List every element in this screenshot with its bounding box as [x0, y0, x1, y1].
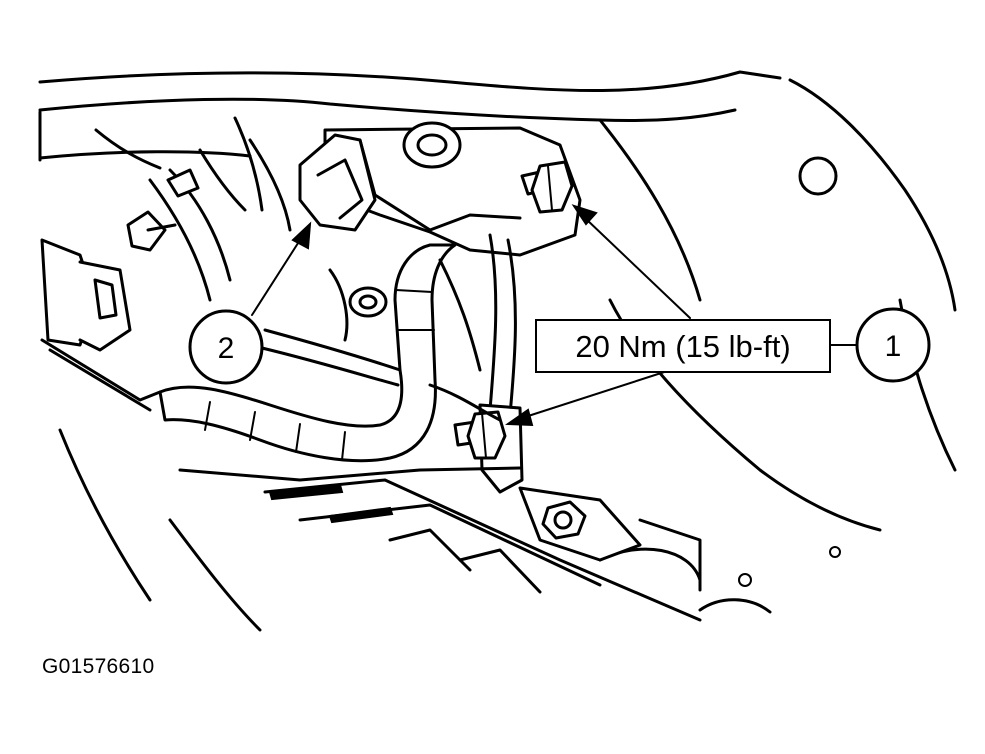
callout-1-number: 1	[885, 330, 902, 363]
engine-bay-illustration: 20 Nm (15 lb-ft) 1 2	[38, 70, 957, 632]
callout-1: 1	[855, 307, 931, 383]
lower-bolt	[453, 410, 507, 460]
mount-bracket	[298, 121, 582, 257]
lines-and-pipes	[260, 258, 502, 422]
upper-housing	[38, 70, 782, 212]
electrical-connectors	[40, 138, 292, 412]
torque-spec-label: 20 Nm (15 lb-ft)	[535, 319, 831, 373]
callout-2-leader	[251, 221, 312, 316]
callout-2: 2	[188, 309, 264, 385]
coolant-hose	[158, 243, 457, 463]
upper-bolt	[520, 160, 574, 214]
lower-crossmember	[58, 428, 702, 632]
callout-1-leaders	[505, 204, 857, 427]
callout-2-number: 2	[218, 332, 235, 365]
figure-id: G01576610	[42, 655, 155, 678]
torque-spec-text: 20 Nm (15 lb-ft)	[575, 329, 790, 364]
